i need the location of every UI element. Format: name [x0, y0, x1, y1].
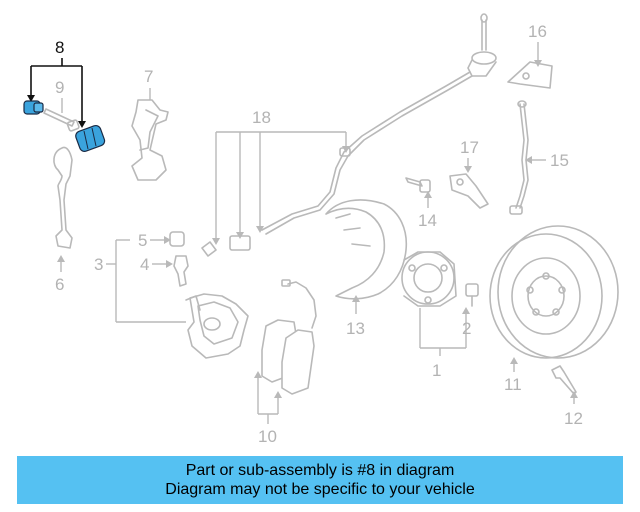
part-8-bolt-small[interactable]	[23, 100, 44, 115]
callout-11[interactable]: 11	[504, 375, 522, 394]
callout-13[interactable]: 13	[346, 319, 365, 338]
part-7-caliper-carrier[interactable]: 7	[131, 67, 169, 181]
part-14-bolt[interactable]: 14	[405, 177, 437, 230]
callout-2[interactable]: 2	[462, 319, 471, 338]
abs-sensor-lead-top[interactable]	[467, 13, 497, 77]
info-banner: Part or sub-assembly is #8 in diagram Di…	[17, 456, 623, 504]
part-16-bracket[interactable]: 16	[507, 22, 553, 89]
callout-3[interactable]: 3	[94, 255, 103, 274]
callout-10[interactable]: 10	[258, 427, 277, 446]
part-18-brake-hose[interactable]: 18	[201, 71, 473, 257]
callout-18[interactable]: 18	[252, 108, 271, 127]
callout-5[interactable]: 5	[138, 231, 147, 250]
callout-17[interactable]: 17	[460, 138, 479, 157]
callout-14[interactable]: 14	[418, 211, 437, 230]
callout-6[interactable]: 6	[55, 275, 64, 294]
callout-16[interactable]: 16	[528, 22, 547, 41]
callout-4[interactable]: 4	[140, 255, 149, 274]
part-17-sensor-bracket[interactable]: 17	[449, 138, 489, 209]
part-5-bleeder-cap[interactable]: 5	[138, 231, 185, 250]
part-2-bolt[interactable]: 2	[462, 283, 479, 348]
part-4-bleeder-screw[interactable]: 4	[140, 255, 189, 287]
caliper-body[interactable]	[185, 293, 249, 359]
part-3-caliper-group[interactable]: 3	[94, 239, 186, 323]
part-15-abs-sensor[interactable]: 15	[509, 100, 569, 215]
banner-line-1: Part or sub-assembly is #8 in diagram	[185, 462, 455, 479]
callout-12[interactable]: 12	[564, 409, 583, 428]
parts-diagram: 8 9 6 7 18	[23, 13, 619, 446]
pad-wear-sensor[interactable]	[281, 279, 317, 329]
callout-15[interactable]: 15	[550, 151, 569, 170]
part-11-brake-rotor[interactable]: 11	[489, 225, 619, 394]
part-8-bolt-large[interactable]	[74, 124, 106, 153]
part-12-screw[interactable]: 12	[551, 365, 583, 428]
callout-1[interactable]: 1	[432, 361, 441, 380]
part-13-splash-shield[interactable]: 13	[325, 199, 408, 338]
banner-line-2: Diagram may not be specific to your vehi…	[165, 481, 475, 498]
part-10-brake-pads[interactable]: 10	[254, 319, 315, 446]
part-6-bracket[interactable]: 6	[53, 146, 73, 295]
callout-8[interactable]: 8	[55, 38, 64, 57]
part-8-callout-group[interactable]: 8	[27, 38, 86, 128]
part-1-hub[interactable]: 1	[401, 251, 466, 380]
callout-9[interactable]: 9	[55, 78, 64, 97]
part-9-guide-pin[interactable]: 9	[43, 78, 80, 132]
callout-7[interactable]: 7	[144, 67, 153, 86]
